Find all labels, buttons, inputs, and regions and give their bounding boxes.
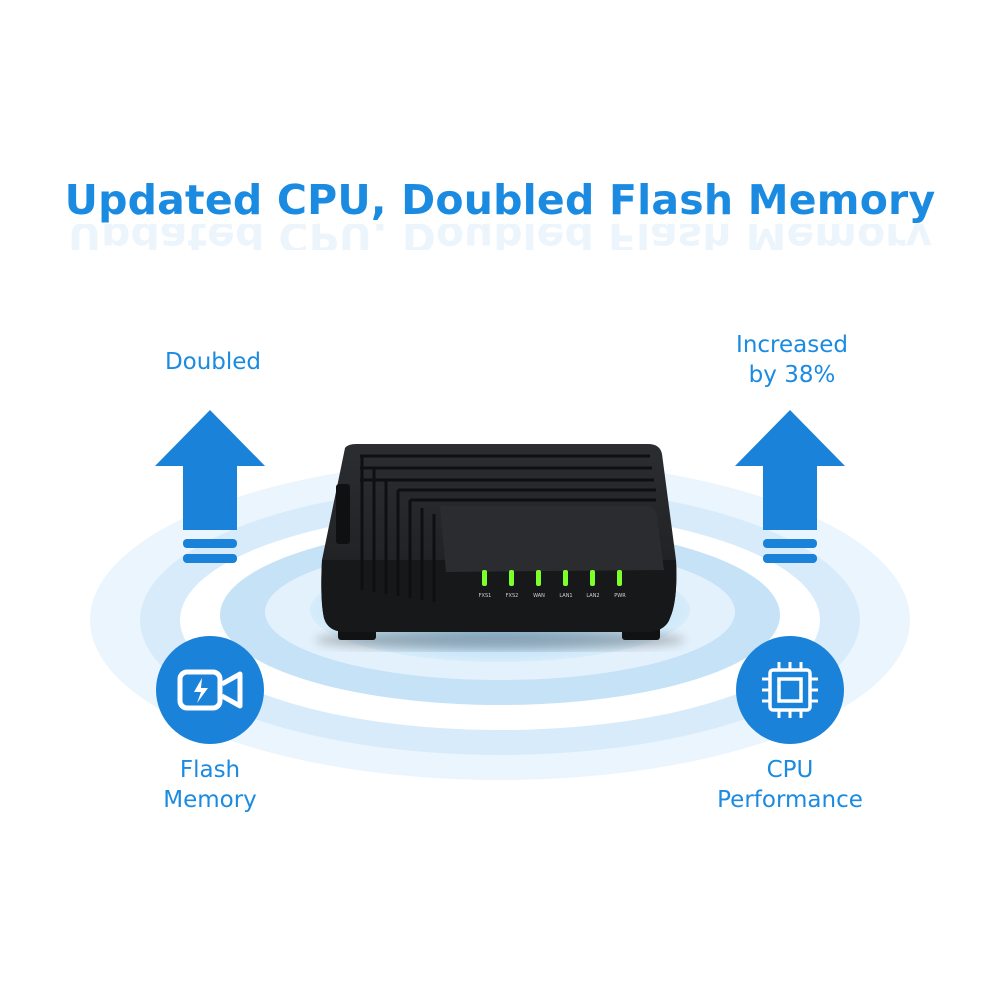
flash-memory-icon (156, 636, 264, 744)
flash-name-line1: Flash (179, 757, 241, 783)
cpu-name-line2: Performance (717, 787, 863, 813)
cpu-change-label: Increased by 38% (692, 330, 892, 390)
led-label: WAN (533, 593, 545, 599)
page-title: Updated CPU, Doubled Flash Memory (64, 176, 936, 224)
flash-memory-label: Flash Memory (110, 755, 310, 815)
led-label: FXS1 (479, 593, 492, 599)
left-up-arrow-icon (155, 410, 265, 563)
cpu-chip-icon (736, 636, 844, 744)
flash-change-text: Doubled (164, 349, 262, 375)
status-leds (482, 570, 622, 586)
flash-change-label: Doubled (113, 347, 313, 377)
led-label: FXS2 (506, 593, 519, 599)
voip-gateway-device: FXS1 FXS2 WAN LAN1 LAN2 PWR (315, 444, 685, 650)
led-label: LAN2 (586, 593, 599, 599)
cpu-performance-label: CPU Performance (690, 755, 890, 815)
led-label: LAN1 (559, 593, 572, 599)
cpu-change-line2: by 38% (748, 362, 836, 388)
cpu-name-line1: CPU (766, 757, 814, 783)
flash-name-line2: Memory (163, 787, 257, 813)
led-label: PWR (614, 593, 626, 599)
right-up-arrow-icon (735, 410, 845, 563)
cpu-change-line1: Increased (736, 332, 848, 358)
